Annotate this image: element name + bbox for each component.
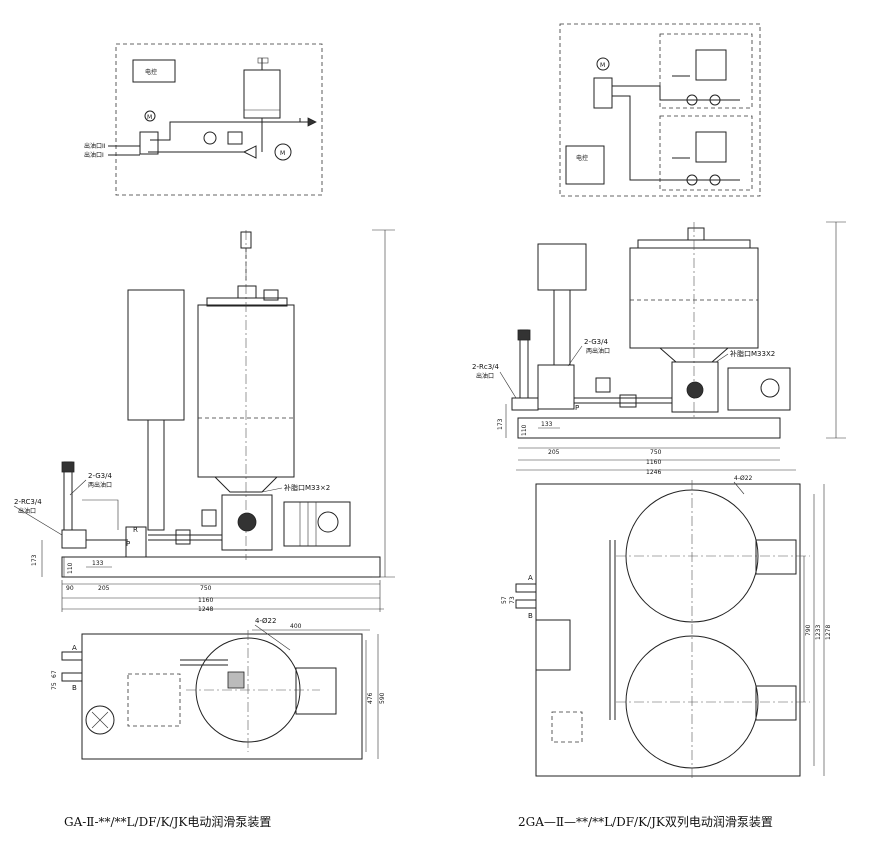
left-dim-1160: 1160 <box>198 597 213 604</box>
right-plan-port-b: B <box>528 612 533 620</box>
right-dim-173: 173 <box>497 418 504 430</box>
left-schematic-motor <box>274 143 292 161</box>
left-plan-dim-590: 590 <box>379 692 386 704</box>
left-pump-body <box>221 494 273 551</box>
right-plan-view: A B 57 73 4-Ø22 790 1233 1278 <box>501 475 832 780</box>
left-outlet-1-label: 出油口I <box>84 151 104 159</box>
left-plan-base <box>81 633 363 760</box>
right-control-cabinet <box>537 243 587 291</box>
svg-text:M: M <box>147 114 152 121</box>
svg-text:M: M <box>600 62 605 69</box>
right-rc34-label: 2-Rc3/4 <box>472 363 500 371</box>
right-rc34-sub: 出油口 <box>476 372 494 380</box>
left-front-view: R P 2-G3/4 两出油口 2-RC3/4 出 <box>13 229 395 613</box>
left-port-p: P <box>126 540 130 548</box>
left-plan-view: A B 4-Ø22 400 67 75 476 590 <box>51 617 386 760</box>
left-dim-110: 110 <box>67 562 74 574</box>
left-plan-dim-476: 476 <box>367 692 374 704</box>
left-plan-dim-400: 400 <box>290 623 302 630</box>
right-plan-dim-1233: 1233 <box>815 625 822 640</box>
right-plan-port-a: A <box>528 574 533 582</box>
left-schematic-reservoir <box>243 69 281 119</box>
right-control-box <box>565 145 605 185</box>
right-plan-dim-57: 57 <box>501 596 508 604</box>
left-hydraulic-schematic: 电控 M M 出油口II 出油口I <box>84 43 323 196</box>
right-g34-sub: 两出油口 <box>586 347 610 355</box>
left-dim-1248: 1248 <box>198 606 213 613</box>
left-g34-label: 2-G3/4 <box>88 472 112 480</box>
right-base-plate <box>517 417 781 439</box>
left-control-cabinet <box>127 289 185 421</box>
right-hydraulic-schematic: M 电控 <box>559 23 761 197</box>
left-motor <box>283 501 351 547</box>
svg-text:M: M <box>280 150 285 157</box>
left-base-plate <box>61 556 381 578</box>
right-dim-110: 110 <box>521 424 528 436</box>
right-plan-holes: 4-Ø22 <box>734 475 753 482</box>
left-outlet-2-label: 出油口II <box>84 142 106 150</box>
left-plan-holes: 4-Ø22 <box>255 617 276 625</box>
left-dim-90: 90 <box>66 585 74 592</box>
left-dim-133: 133 <box>92 560 104 567</box>
right-dim-205: 205 <box>548 449 560 456</box>
right-dim-133: 133 <box>541 421 553 428</box>
right-motor <box>727 367 791 411</box>
right-dim-1246: 1246 <box>646 469 661 476</box>
left-port-r: R <box>133 526 138 534</box>
left-dim-173: 173 <box>31 554 38 566</box>
left-control-box-label: 电控 <box>145 68 157 76</box>
right-g34-label: 2-G3/4 <box>584 338 608 346</box>
left-plan-port-b: B <box>72 684 77 692</box>
right-pump-body <box>671 361 719 413</box>
left-control-box <box>132 59 176 83</box>
right-front-view: P 2-G3/4 两出油口 2-Rc3/4 出油口 补脂口M33X2 173 1… <box>472 221 846 476</box>
right-port-p: P <box>575 404 579 412</box>
right-dim-1160: 1160 <box>646 459 661 466</box>
left-fill-port-label: 补脂口M33×2 <box>284 483 330 492</box>
right-caption: 2GA—Ⅱ—**/**L/DF/K/JK双列电动润滑泵装置 <box>518 815 773 829</box>
left-plan-dim-75: 75 <box>51 682 58 690</box>
right-plan-dim-1278: 1278 <box>825 625 832 640</box>
right-plan-dim-790: 790 <box>805 624 812 636</box>
left-pressure-gauge-icon <box>203 131 217 145</box>
right-fill-port-label: 补脂口M33X2 <box>730 349 775 358</box>
left-dim-750: 750 <box>200 585 212 592</box>
left-plan-dim-67: 67 <box>51 670 58 678</box>
right-dim-750: 750 <box>650 449 662 456</box>
left-rc34-label: 2-RC3/4 <box>14 498 42 506</box>
right-plan-base <box>535 483 801 777</box>
left-plan-port-a: A <box>72 644 77 652</box>
left-plan-motor <box>295 667 337 715</box>
right-plan-dim-73: 73 <box>509 596 516 604</box>
left-caption: GA-Ⅱ-**/**L/DF/K/JK电动润滑泵装置 <box>64 815 271 829</box>
right-control-box-label: 电控 <box>576 154 588 162</box>
left-rc34-sub: 出油口 <box>18 507 36 515</box>
left-dim-205: 205 <box>98 585 110 592</box>
left-g34-sub: 两出油口 <box>88 481 112 489</box>
